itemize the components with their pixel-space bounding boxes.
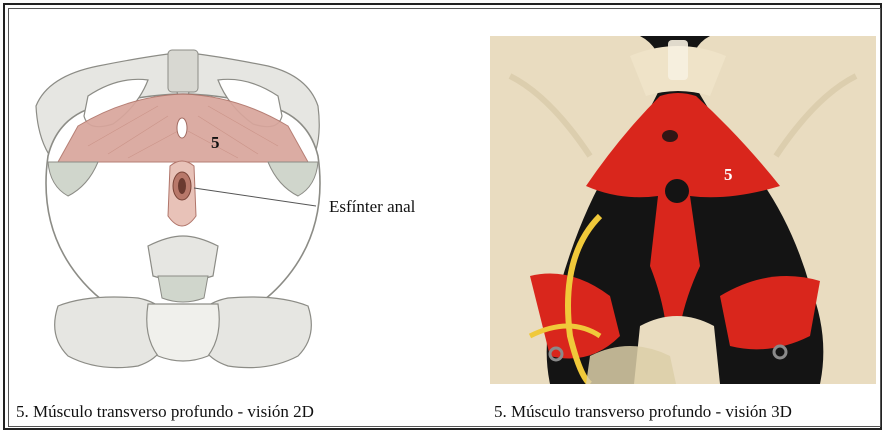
illustration-2d: 5 Esfínter anal [18, 36, 458, 386]
sacrum-base [158, 276, 208, 302]
muscle-number-2d: 5 [211, 133, 220, 152]
urethral-opening [177, 118, 187, 138]
symphysis-3d [668, 40, 688, 80]
urethral-opening-3d [662, 130, 678, 142]
lower-center-bone [147, 304, 220, 361]
pubic-symphysis [168, 50, 198, 92]
caption-3d: 5. Músculo transverso profundo - visión … [494, 402, 792, 422]
coccyx-2d [148, 236, 218, 281]
pelvis-3d-model: 5 [490, 36, 876, 384]
pelvis-2d-drawing: 5 Esfínter anal [18, 36, 458, 386]
anal-opening [178, 178, 186, 194]
pointer-label: Esfínter anal [329, 197, 416, 216]
caption-2d: 5. Músculo transverso profundo - visión … [16, 402, 314, 422]
model-3d-photo: 5 [490, 36, 876, 384]
central-opening-3d [665, 179, 689, 203]
muscle-number-3d: 5 [724, 165, 733, 184]
